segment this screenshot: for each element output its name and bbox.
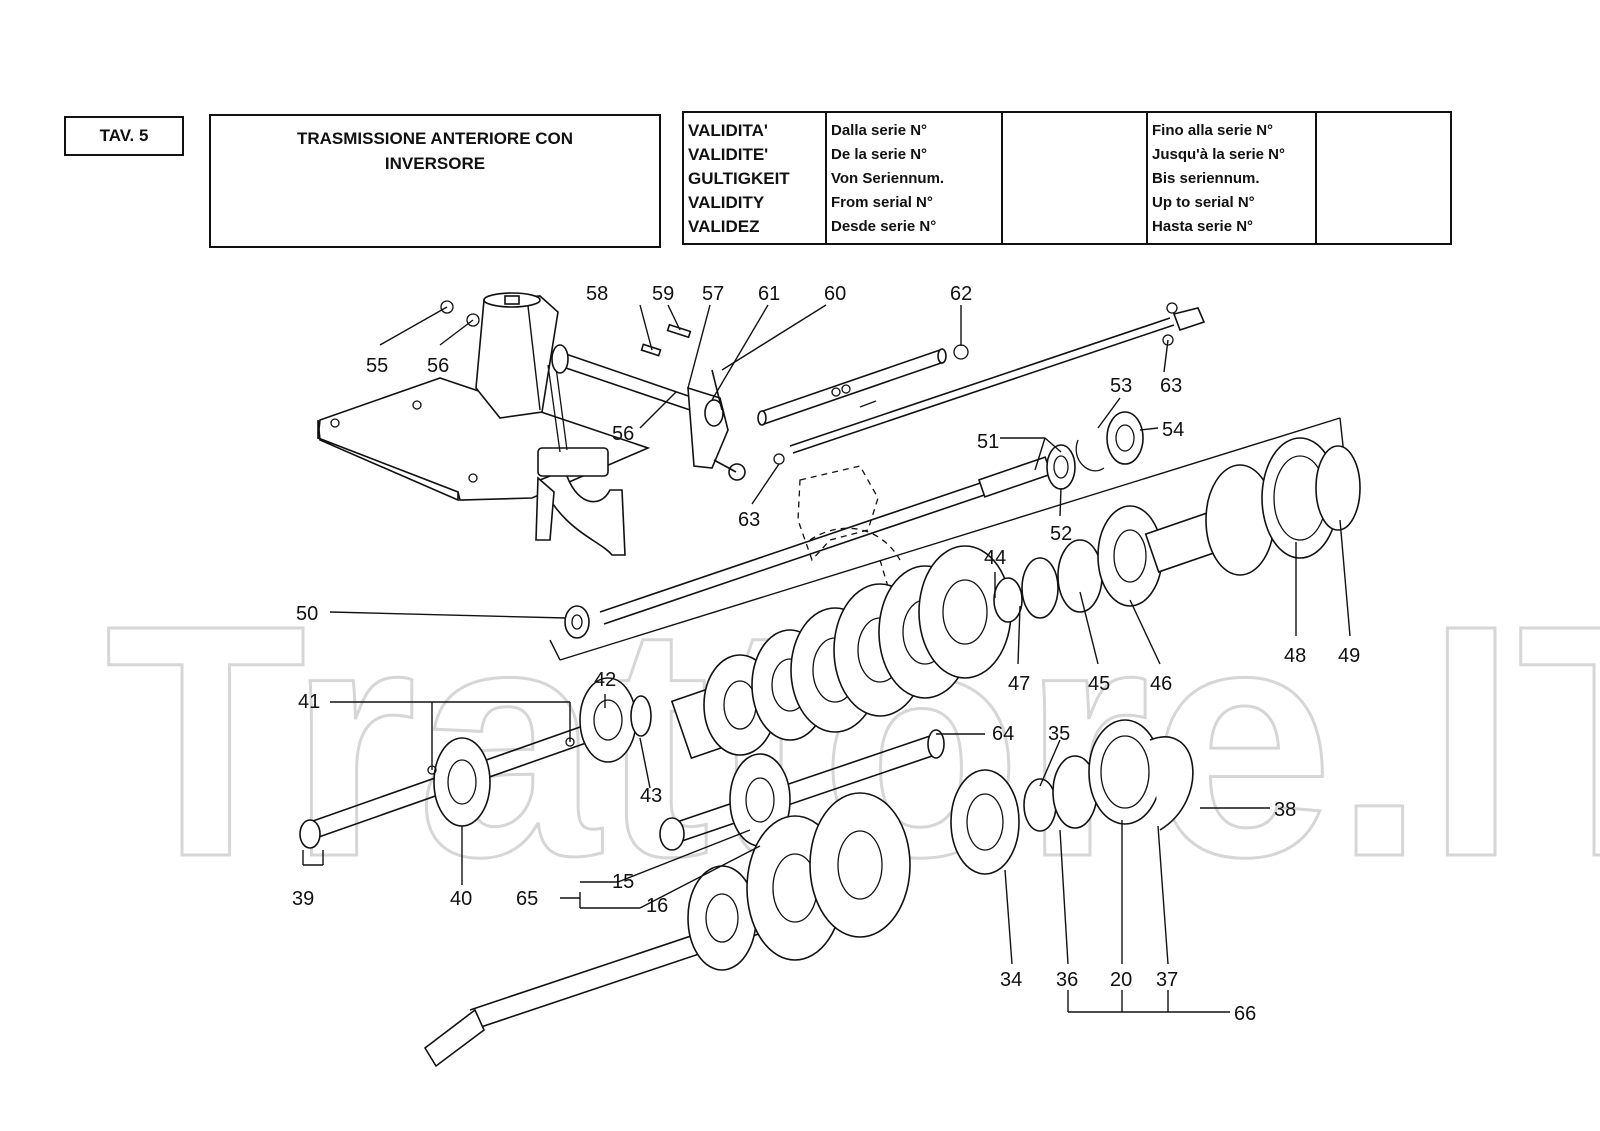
callout-labels: 58 59 57 61 60 62 55 56 56 53 63 54 51 6… — [292, 283, 1360, 1025]
callout-58: 58 — [586, 283, 608, 305]
callout-45: 45 — [1088, 673, 1110, 695]
callout-48: 48 — [1284, 645, 1306, 667]
callout-46: 46 — [1150, 673, 1172, 695]
validity-label-en: VALIDITY — [688, 193, 765, 212]
countershaft-64 — [659, 729, 945, 851]
front-shaft-assembly — [299, 677, 652, 849]
callout-41: 41 — [298, 691, 320, 713]
callout-34: 34 — [1000, 969, 1022, 991]
validity-label-fr: VALIDITE' — [688, 145, 769, 164]
callout-39: 39 — [292, 888, 314, 910]
callout-leaders — [302, 304, 1351, 1013]
to-label-fr: Jusqu'à la serie N° — [1152, 146, 1285, 163]
callout-42: 42 — [594, 669, 616, 691]
callout-56: 56 — [427, 355, 449, 377]
callout-50: 50 — [296, 603, 318, 625]
callout-54: 54 — [1162, 419, 1184, 441]
callout-35: 35 — [1048, 723, 1070, 745]
title-box: TRASMISSIONE ANTERIORE CON INVERSORE — [209, 114, 661, 248]
to-label-es: Hasta serie N° — [1152, 218, 1254, 235]
validity-label-es: VALIDEZ — [688, 217, 760, 236]
callout-53: 53 — [1110, 375, 1132, 397]
to-label-de: Bis seriennum. — [1152, 170, 1260, 187]
callout-20: 20 — [1110, 969, 1132, 991]
to-label-it: Fino alla serie N° — [1152, 122, 1274, 139]
callout-44: 44 — [984, 547, 1006, 569]
title-line-1: TRASMISSIONE ANTERIORE CON — [296, 129, 574, 148]
callout-37: 37 — [1156, 969, 1178, 991]
reverse-gear-cluster — [670, 437, 1361, 760]
callout-63: 63 — [1160, 375, 1182, 397]
shift-rod-62 — [757, 344, 969, 426]
to-label-en: Up to serial N° — [1152, 194, 1255, 211]
callout-63: 63 — [738, 509, 760, 531]
validity-label-column: VALIDITA' VALIDITE' GULTIGKEIT VALIDITY … — [684, 113, 827, 243]
pinion-shaft-assembly — [423, 719, 1194, 1068]
callout-61: 61 — [758, 283, 780, 305]
callout-51: 51 — [977, 431, 999, 453]
selector-shaft — [440, 300, 746, 481]
callout-62: 62 — [950, 283, 972, 305]
from-label-it: Dalla serie N° — [831, 122, 928, 139]
from-label-fr: De la serie N° — [831, 146, 928, 163]
callout-65: 65 — [516, 888, 538, 910]
callout-56: 56 — [612, 423, 634, 445]
title-line-2: INVERSORE — [384, 154, 486, 173]
to-serial-label-column: Fino alla serie N° Jusqu'à la serie N° B… — [1148, 113, 1317, 243]
callout-55: 55 — [366, 355, 388, 377]
callout-52: 52 — [1050, 523, 1072, 545]
validity-label-de: GULTIGKEIT — [688, 169, 790, 188]
callout-16: 16 — [646, 895, 668, 917]
callout-49: 49 — [1338, 645, 1360, 667]
callout-15: 15 — [612, 871, 634, 893]
plate-number: TAV. 5 — [99, 126, 149, 145]
shift-fork — [535, 359, 626, 556]
from-label-de: Von Seriennum. — [831, 170, 945, 187]
callout-64: 64 — [992, 723, 1014, 745]
callout-40: 40 — [450, 888, 472, 910]
callout-43: 43 — [640, 785, 662, 807]
callout-36: 36 — [1056, 969, 1078, 991]
callout-66: 66 — [1234, 1003, 1256, 1025]
plate-number-box: TAV. 5 — [64, 116, 184, 156]
callout-60: 60 — [824, 283, 846, 305]
from-serial-value-cell — [1003, 113, 1148, 243]
from-label-es: Desde serie N° — [831, 218, 937, 235]
validity-table: VALIDITA' VALIDITE' GULTIGKEIT VALIDITY … — [682, 111, 1452, 245]
from-serial-label-column: Dalla serie N° De la serie N° Von Serien… — [827, 113, 1003, 243]
callout-38: 38 — [1274, 799, 1296, 821]
callout-59: 59 — [652, 283, 674, 305]
from-label-en: From serial N° — [831, 194, 933, 211]
input-shaft-50 — [564, 411, 1144, 639]
callout-57: 57 — [702, 283, 724, 305]
validity-label-it: VALIDITA' — [688, 121, 768, 140]
callout-47: 47 — [1008, 673, 1030, 695]
